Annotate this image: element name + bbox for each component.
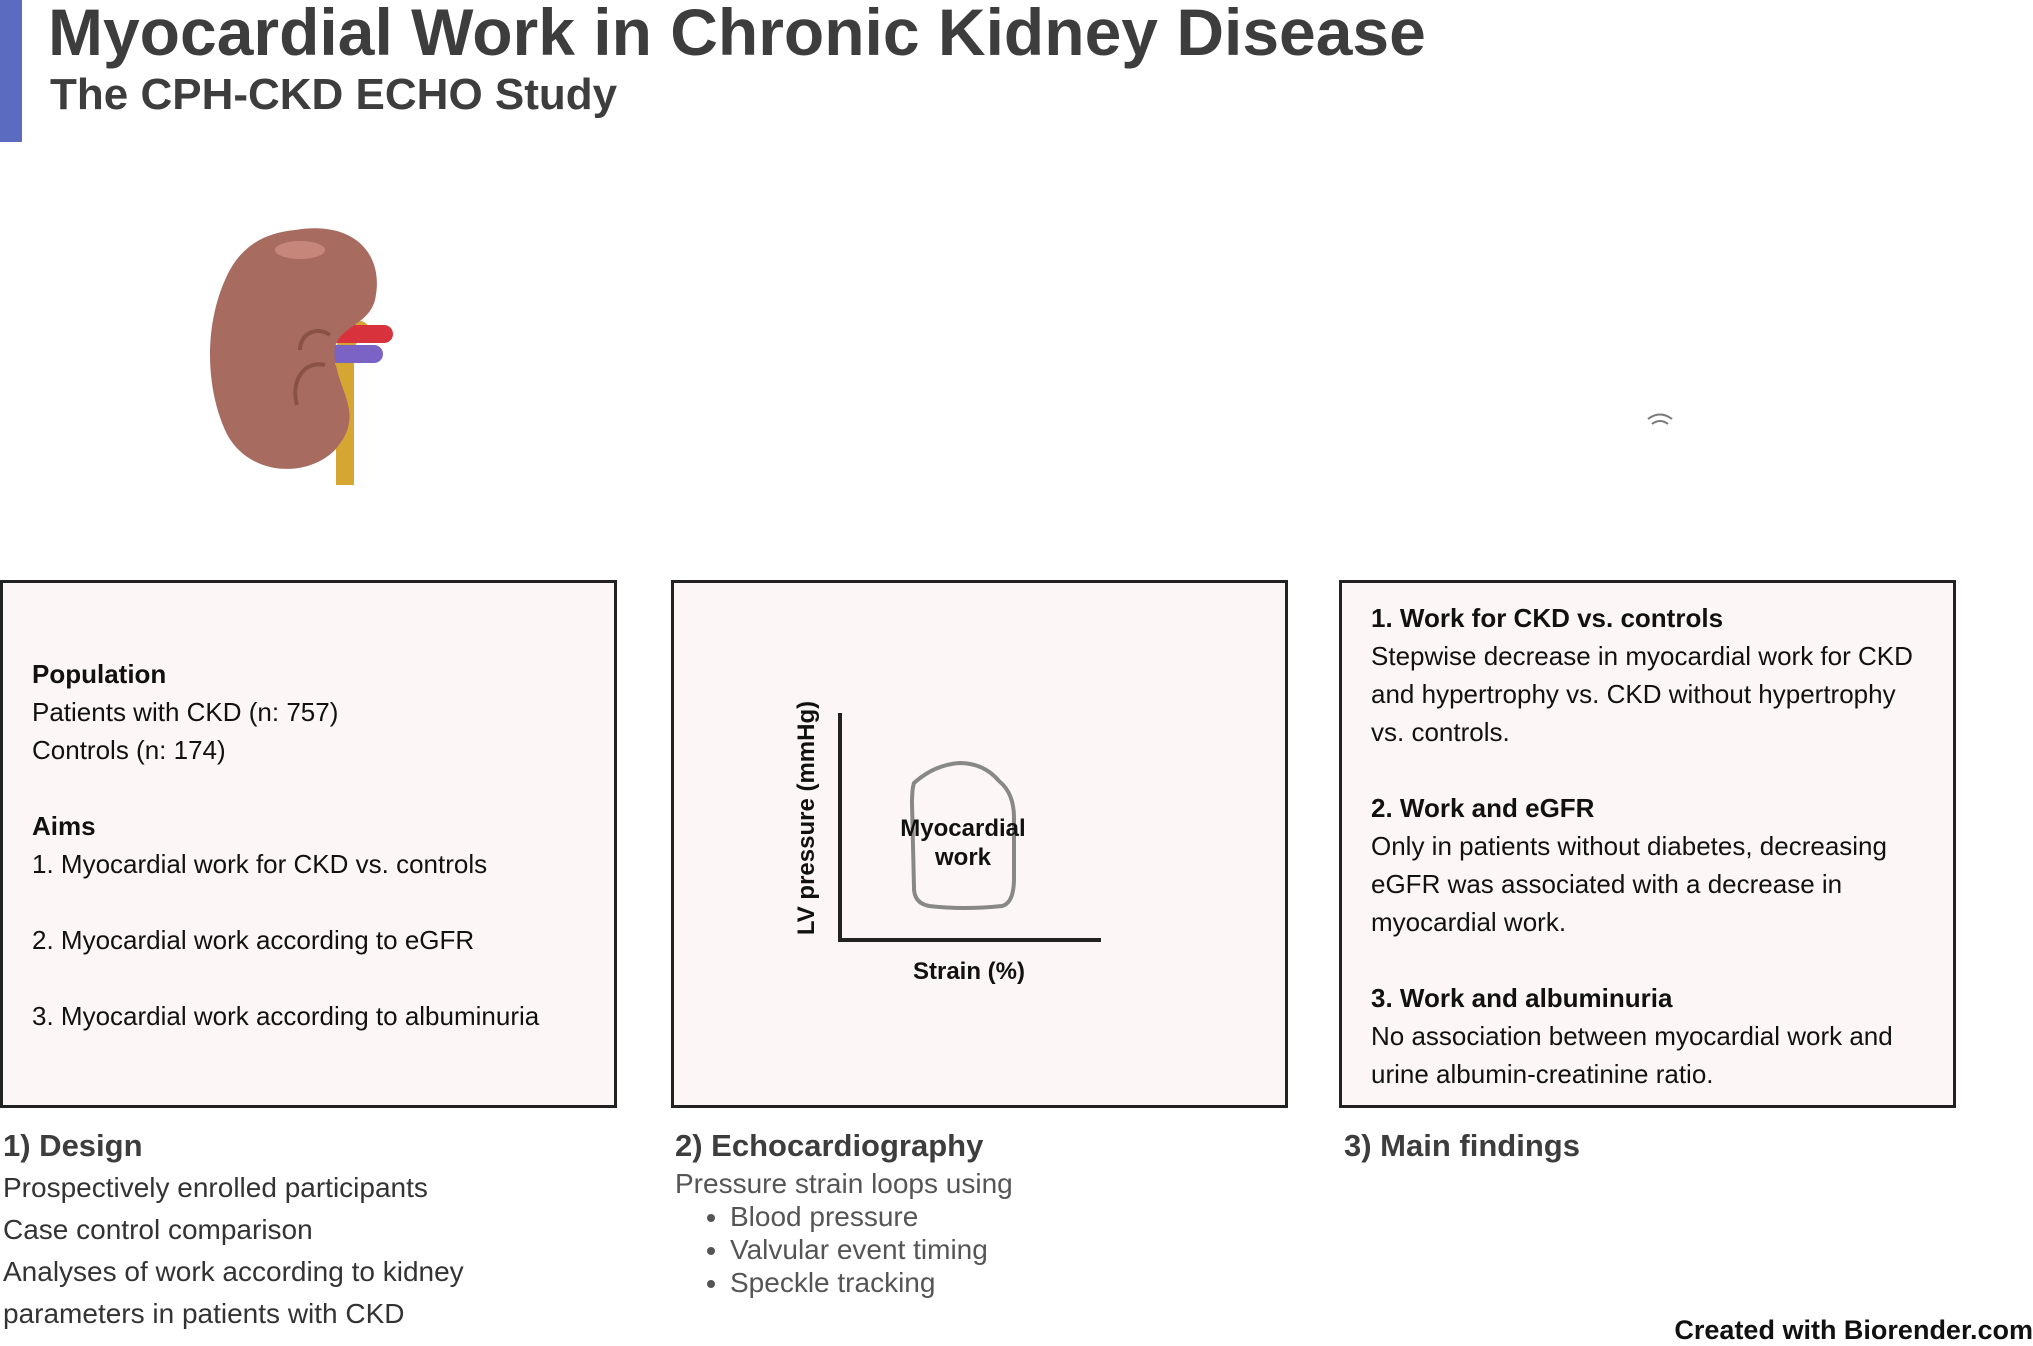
finding-line: Only in patients without diabetes, decre…	[1371, 831, 1887, 861]
finding-line: and hypertrophy vs. CKD without hypertro…	[1371, 679, 1896, 709]
caption-title: 3) Main findings	[1344, 1128, 1580, 1163]
caption-line: Prospectively enrolled participants	[3, 1172, 428, 1203]
list-item: Valvular event timing	[730, 1233, 1013, 1266]
x-axis-label: Strain (%)	[913, 958, 1025, 985]
work-loop	[909, 760, 1016, 910]
finding-line: vs. controls.	[1371, 717, 1510, 747]
kidney-icon	[210, 228, 393, 485]
caption-intro: Pressure strain loops using	[675, 1168, 1013, 1199]
caption-line: Analyses of work according to kidney	[3, 1256, 464, 1287]
population-line: Controls (n: 174)	[32, 735, 226, 765]
finding-heading: 3. Work and albuminuria	[1371, 983, 1673, 1013]
caption-title: 2) Echocardiography	[675, 1128, 984, 1163]
echo-caption: 2) Echocardiography Pressure strain loop…	[675, 1125, 1013, 1299]
aim-item: 3. Myocardial work according to albuminu…	[32, 1001, 540, 1031]
page-subtitle: The CPH-CKD ECHO Study	[50, 70, 618, 119]
finding-heading: 1. Work for CKD vs. controls	[1371, 603, 1724, 633]
findings-caption: 3) Main findings	[1344, 1125, 1580, 1167]
caption-line: Case control comparison	[3, 1214, 313, 1245]
pressure-strain-loop-diagram: Myocardial work LV pressure (mmHg) Strai…	[793, 701, 1101, 985]
wifi-like-glyph-icon	[1647, 413, 1673, 425]
list-item: Blood pressure	[730, 1200, 1013, 1233]
population-heading: Population	[32, 659, 167, 689]
biorender-credit: Created with Biorender.com	[1674, 1315, 2033, 1345]
design-caption: 1) Design Prospectively enrolled partici…	[3, 1125, 464, 1335]
findings-panel: 1. Work for CKD vs. controls Stepwise de…	[1339, 580, 1956, 1108]
finding-line: urine albumin-creatinine ratio.	[1371, 1059, 1714, 1089]
y-axis-label: LV pressure (mmHg)	[793, 701, 820, 935]
design-panel: Population Patients with CKD (n: 757) Co…	[0, 580, 617, 1108]
population-line: Patients with CKD (n: 757)	[32, 697, 339, 727]
finding-heading: 2. Work and eGFR	[1371, 793, 1595, 823]
caption-line: parameters in patients with CKD	[3, 1298, 405, 1329]
finding-line: myocardial work.	[1371, 907, 1567, 937]
caption-bullet-list: Blood pressure Valvular event timing Spe…	[675, 1200, 1013, 1299]
title-accent-bar	[0, 0, 22, 142]
finding-line: Stepwise decrease in myocardial work for…	[1371, 641, 1913, 671]
caption-title: 1) Design	[3, 1128, 143, 1163]
aim-item: 1. Myocardial work for CKD vs. controls	[32, 849, 488, 879]
page-title: Myocardial Work in Chronic Kidney Diseas…	[48, 0, 1426, 69]
aim-item: 2. Myocardial work according to eGFR	[32, 925, 475, 955]
finding-line: No association between myocardial work a…	[1371, 1021, 1893, 1051]
aims-heading: Aims	[32, 811, 96, 841]
loop-label: Myocardial	[900, 815, 1025, 842]
echo-panel: Myocardial work LV pressure (mmHg) Strai…	[671, 580, 1288, 1108]
finding-line: eGFR was associated with a decrease in	[1371, 869, 1843, 899]
list-item: Speckle tracking	[730, 1266, 1013, 1299]
loop-label: work	[934, 844, 992, 871]
